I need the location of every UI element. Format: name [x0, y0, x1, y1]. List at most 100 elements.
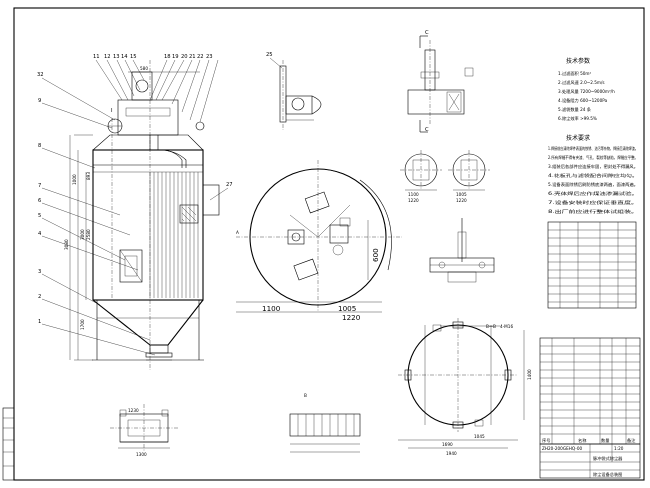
inlet-duct: [119, 249, 143, 283]
dim-3000: 3000: [80, 229, 85, 240]
parts-list-upper: [547, 221, 637, 309]
callout-20: 20: [181, 54, 188, 60]
callout-1: 1: [38, 319, 41, 325]
bom-col-name: 名称: [578, 437, 586, 444]
callout-9: 9: [38, 98, 41, 104]
title-block: [539, 443, 641, 479]
callout-detail-I: I: [111, 108, 113, 114]
callout-23: 23: [206, 54, 213, 60]
sheet-border: [13, 7, 645, 481]
dim-1220: 1220: [342, 313, 361, 322]
callout-8: 8: [38, 143, 41, 149]
tech-param-5: 5.滤袋数量 24 条: [558, 106, 592, 113]
tech-req-2: 2.所有焊缝不得有夹渣、气孔、裂纹等缺陷，焊缝应平整。: [548, 154, 638, 161]
pulse-valve-plan-2: [293, 258, 319, 281]
elevation-dimension-lines: [69, 71, 200, 361]
front-elevation-view: [41, 59, 229, 370]
pulse-valve-plan-1: [304, 191, 330, 214]
border-strip: [2, 407, 15, 481]
grate-mark: B: [304, 393, 307, 398]
dim-1940: 1940: [446, 451, 457, 456]
callout-11: 11: [93, 54, 100, 60]
callout-19: 19: [172, 54, 179, 60]
title-scale: 1:20: [614, 446, 624, 451]
callout-leaders: [41, 59, 229, 356]
section-c-top: C: [425, 30, 429, 36]
callout-2: 2: [38, 294, 41, 300]
callout-3: 3: [38, 269, 41, 275]
access-door: [179, 204, 199, 224]
grate-detail: [289, 413, 361, 453]
dim-1230: 1230: [128, 408, 139, 413]
parts-list-lower: 序号 名称 数量 备注: [539, 337, 641, 445]
dim-1690: 1690: [442, 442, 453, 447]
dim-1000: 1000: [72, 174, 77, 185]
plan-view: A: [236, 160, 402, 313]
section-bb: B—B: [486, 324, 496, 329]
tech-req-7: 7.设备安装时应保证垂直度。: [548, 199, 638, 206]
bolt-spec: 4-M16: [500, 324, 513, 329]
callout-12: 12: [104, 54, 111, 60]
ash-hopper: [92, 299, 204, 346]
outlet-flange: [202, 184, 220, 216]
title-company: 除尘设备总装图: [593, 471, 622, 478]
callout-22: 22: [197, 54, 204, 60]
tech-reqs-block: 技术要求 1.焊接前应清除焊件表面的铁锈、油污等杂物，焊接后清除焊渣。 2.所有…: [548, 134, 638, 215]
filter-housing: [92, 149, 204, 301]
detail-valve-view: [269, 57, 322, 130]
tech-param-4: 4.设备阻力 600~1200Pa: [558, 97, 608, 104]
flange-dim-c: 1005: [456, 192, 467, 197]
tech-params-heading: 技术参数: [566, 57, 590, 65]
tech-params-block: 技术参数 1.过滤面积 50m² 2.过滤风速 2.0~2.5m/s 3.处理风…: [558, 57, 615, 122]
tech-param-2: 2.过滤风速 2.0~2.5m/s: [558, 79, 605, 86]
dim-580: 580: [140, 66, 148, 71]
filter-bags: [149, 172, 199, 298]
callout-27: 27: [226, 182, 233, 188]
callout-7: 7: [38, 183, 41, 189]
tech-req-3: 3.组装后各部件应连接牢固，密封处不得漏风。: [548, 163, 638, 170]
dd-section-view: [429, 218, 495, 283]
dim-3080: 3080: [64, 239, 69, 250]
tech-req-6: 6.壳体焊后应作煤油渗漏试验。: [548, 190, 638, 197]
callout-6: 6: [38, 198, 41, 204]
flange-detail-right: [448, 150, 490, 191]
dim-1045: 1045: [474, 434, 485, 439]
tech-req-8: 8.出厂前应进行整体试组装。: [548, 208, 638, 215]
dim-1005: 1005: [338, 304, 356, 313]
dim-2580: 2580: [86, 229, 91, 240]
dim-1100: 1100: [262, 304, 281, 313]
pulse-header-housing: [117, 99, 179, 136]
flange-dim-b: 1220: [408, 198, 419, 203]
dim-600: 600: [371, 248, 380, 262]
flange-dim-d: 1220: [456, 198, 467, 203]
title-name: 脉冲袋式除尘器: [593, 455, 623, 462]
dim-893: 893: [86, 172, 91, 180]
flange-detail-left: [400, 150, 442, 191]
callout-13: 13: [113, 54, 120, 60]
callout-18: 18: [164, 54, 171, 60]
discharge-valve: [149, 344, 169, 354]
tech-req-5: 5.设备表面除锈后刷防锈底漆两遍，面漆两遍。: [548, 181, 638, 188]
dim-1700: 1700: [80, 319, 85, 330]
dim-1400: 1400: [527, 369, 532, 380]
c-section-view: [407, 35, 474, 133]
bom-col-qty: 数量: [601, 437, 609, 444]
callout-14: 14: [121, 54, 128, 60]
callout-4: 4: [38, 231, 42, 237]
bom-col-no: 序号: [542, 437, 550, 444]
title-drawing-no: ZH20-200GEHQ-00: [542, 446, 582, 451]
plan-mark-a: A: [236, 230, 239, 235]
hopper-frame-detail: [110, 404, 178, 452]
callout-32: 32: [37, 72, 44, 78]
section-c-bottom: C: [425, 127, 429, 133]
tech-param-1: 1.过滤面积 50m²: [558, 70, 591, 77]
base-plan-view: [398, 318, 525, 449]
callout-21: 21: [189, 54, 196, 60]
dim-1300: 1300: [136, 452, 147, 457]
tech-param-3: 3.处理风量 7200~9000m³/h: [558, 88, 615, 95]
flange-dim-a: 1100: [408, 192, 419, 197]
callout-25: 25: [266, 52, 273, 58]
callout-5: 5: [38, 213, 41, 219]
tech-reqs-heading: 技术要求: [566, 134, 590, 142]
